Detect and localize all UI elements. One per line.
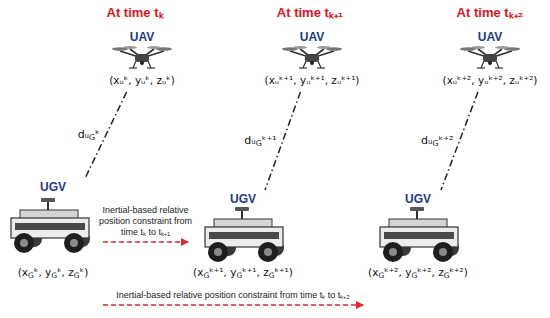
constraint-label: Inertial-based relative position constra… bbox=[116, 290, 350, 301]
position-coordinates: (xGᵏ, yGᵏ, zGᵏ) bbox=[18, 266, 89, 278]
vehicle-name: UAV bbox=[300, 30, 324, 44]
vehicle-name: UGV bbox=[40, 180, 66, 194]
constraint-label: Inertial-based relative position constra… bbox=[96, 205, 196, 238]
ugv-vehicle bbox=[11, 198, 90, 253]
constraint-arrow bbox=[103, 241, 188, 243]
position-coordinates: (xGᵏ⁺¹, yGᵏ⁺¹, zGᵏ⁺¹) bbox=[193, 266, 293, 278]
ugv-vehicle bbox=[380, 207, 459, 262]
vehicle-name: UAV bbox=[478, 30, 502, 44]
subscript: G bbox=[203, 271, 209, 280]
subscript: G bbox=[236, 271, 242, 280]
distance-label: dᵤGᵏ⁺¹ bbox=[244, 134, 276, 148]
uav-drone bbox=[282, 46, 342, 68]
vehicle-node: UAV (xᵤᵏ⁺², yᵤᵏ⁺², zᵤᵏ⁺²) bbox=[438, 28, 543, 92]
vehicle-node: UGV (xGᵏ⁺², yGᵏ⁺², zGᵏ⁺²) bbox=[363, 190, 473, 312]
distance-line bbox=[85, 92, 126, 178]
vehicle-name: UGV bbox=[230, 192, 256, 206]
position-coordinates: (xᵤᵏ⁺², yᵤᵏ⁺², zᵤᵏ⁺²) bbox=[443, 74, 538, 86]
distance-label: dᵤGᵏ bbox=[78, 128, 100, 142]
subscript: G bbox=[378, 271, 384, 280]
uav-drone bbox=[460, 46, 520, 68]
vehicle-name: UGV bbox=[405, 192, 431, 206]
position-coordinates: (xᵤᵏ, yᵤᵏ, zᵤᵏ) bbox=[109, 74, 175, 86]
vehicle-node: UAV (xᵤᵏ⁺¹, yᵤᵏ⁺¹, zᵤᵏ⁺¹) bbox=[260, 28, 365, 92]
subscript: G bbox=[256, 139, 262, 148]
subscript: G bbox=[51, 271, 57, 280]
uav-drone bbox=[112, 46, 172, 68]
time-label: At time tₖ bbox=[107, 3, 164, 21]
ugv-vehicle bbox=[205, 207, 284, 262]
subscript: G bbox=[74, 271, 80, 280]
connectors bbox=[85, 92, 478, 305]
position-coordinates: (xGᵏ⁺², yGᵏ⁺², zGᵏ⁺²) bbox=[368, 266, 468, 278]
position-coordinates: (xᵤᵏ⁺¹, yᵤᵏ⁺¹, zᵤᵏ⁺¹) bbox=[265, 74, 360, 86]
vehicle-node: UGV (xGᵏ, yGᵏ, zGᵏ) bbox=[3, 178, 103, 312]
vehicle-node: UAV (xᵤᵏ, yᵤᵏ, zᵤᵏ) bbox=[94, 28, 190, 92]
constraint-arrow bbox=[103, 304, 363, 306]
subscript: G bbox=[411, 271, 417, 280]
distance-label: dᵤGᵏ⁺² bbox=[421, 134, 453, 148]
vehicle-name: UAV bbox=[130, 30, 154, 44]
subscript: G bbox=[444, 271, 450, 280]
subscript: G bbox=[269, 271, 275, 280]
time-label: At time tₖ₊₂ bbox=[457, 3, 524, 21]
subscript: G bbox=[28, 271, 34, 280]
time-label: At time tₖ₊₁ bbox=[277, 3, 343, 21]
subscript: G bbox=[89, 133, 95, 142]
subscript: G bbox=[432, 139, 438, 148]
